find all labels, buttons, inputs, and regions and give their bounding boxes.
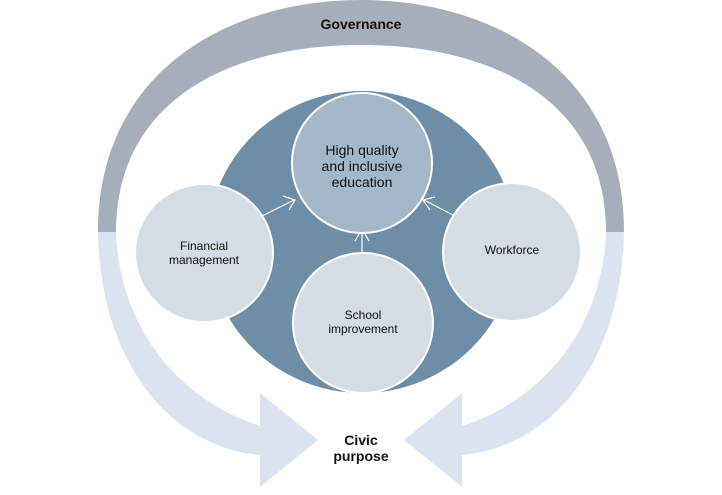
civic-label: Civic purpose	[311, 432, 411, 464]
financial-label: Financial management	[144, 239, 264, 268]
school-label: School improvement	[303, 308, 423, 337]
left-arrow-body	[98, 232, 260, 455]
center-label-line-1: High quality	[325, 142, 399, 158]
financial-label-line-1: Financial	[179, 239, 229, 253]
right-arrow	[404, 232, 624, 487]
center-label-line-2: and inclusive	[321, 158, 403, 175]
right-arrow-body	[462, 232, 624, 455]
center-circle	[291, 92, 433, 234]
school-label-line-2: improvement	[328, 321, 398, 336]
civic-label-line-1: Civic	[344, 432, 378, 448]
financial-circle	[134, 183, 274, 323]
workforce-circle	[442, 182, 582, 322]
governance-label: Governance	[320, 16, 402, 32]
center-label: High quality and inclusive education	[292, 142, 432, 190]
governance-arc	[98, 0, 624, 232]
left-arrow	[98, 232, 318, 487]
school-circle	[292, 252, 434, 394]
center-label-line-3: education	[331, 174, 393, 191]
financial-label-line-2: management	[168, 252, 240, 267]
school-label-line-1: School	[344, 308, 382, 322]
civic-label-line-2: purpose	[333, 448, 389, 465]
workforce-label: Workforce	[484, 243, 540, 257]
